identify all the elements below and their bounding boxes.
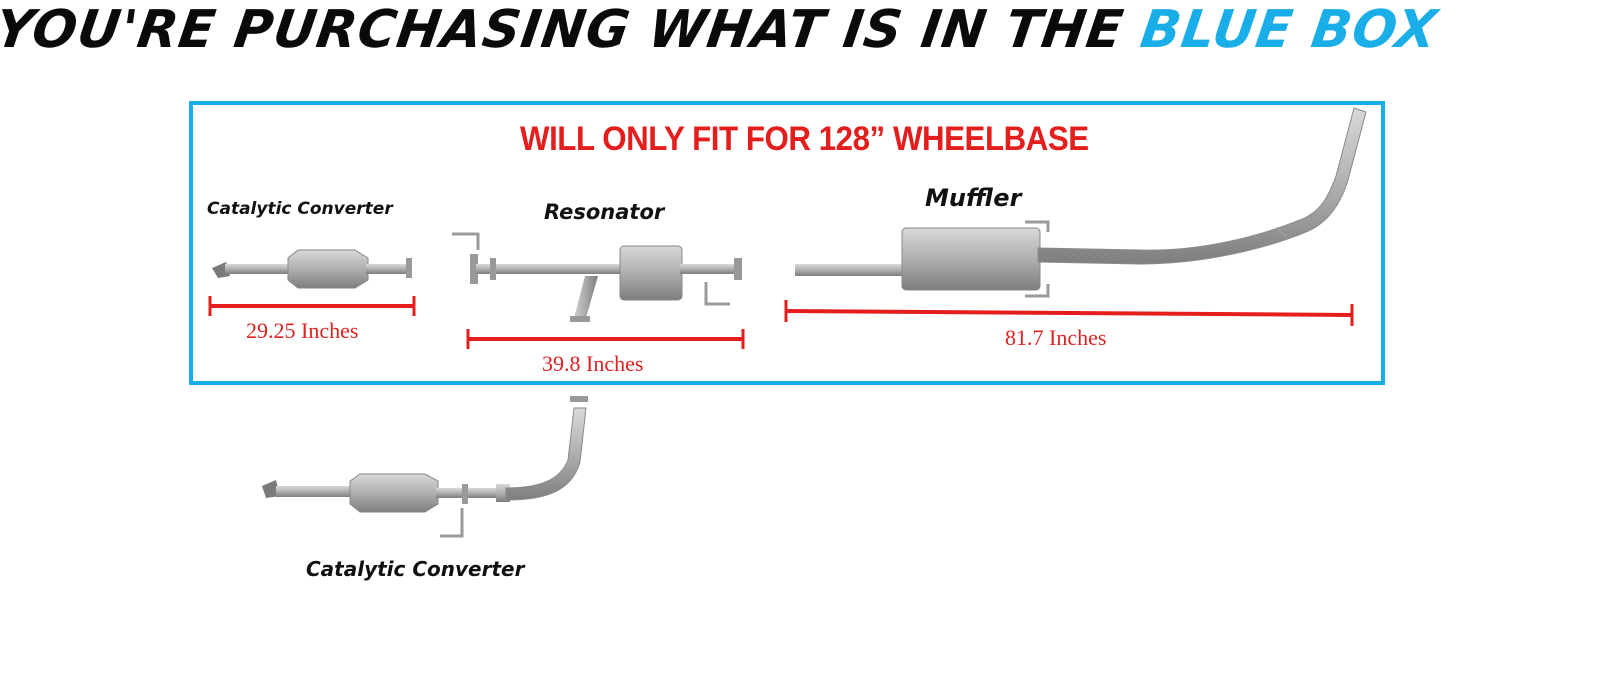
cat-converter-top-label: Catalytic Converter [207, 199, 393, 219]
muffler-label: Muffler [925, 184, 1022, 212]
dimension-line-resonator [466, 329, 745, 349]
dimension-line-muffler [784, 300, 1354, 326]
muffler-length: 81.7 Inches [1005, 325, 1107, 350]
cat-converter-bottom-illustration [262, 396, 588, 538]
cat-converter-top-illustration [212, 249, 412, 289]
wheelbase-note: WILL ONLY FIT FOR 128” WHEELBASE [520, 120, 1089, 158]
cat-converter-top-length: 29.25 Inches [246, 318, 359, 343]
resonator-label: Resonator [544, 200, 665, 224]
resonator-illustration [452, 232, 742, 322]
muffler-illustration [795, 107, 1367, 298]
blue-box-frame [189, 101, 1385, 385]
dimension-line-cat-converter [208, 296, 416, 316]
resonator-length: 39.8 Inches [542, 351, 644, 376]
cat-converter-bottom-label: Catalytic Converter [306, 557, 525, 581]
